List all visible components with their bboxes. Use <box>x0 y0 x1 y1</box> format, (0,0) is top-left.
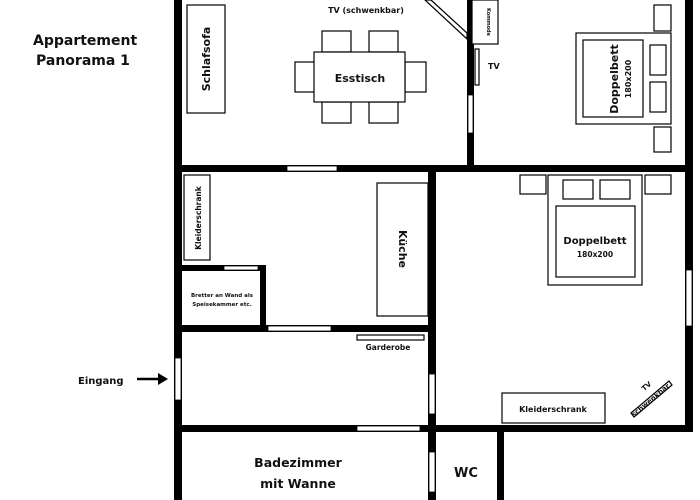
door-entrance[interactable] <box>174 357 182 401</box>
chair <box>294 61 316 93</box>
openings <box>174 94 693 493</box>
nightstand <box>653 126 672 153</box>
pillow <box>649 44 667 76</box>
tv-swivel-top <box>424 0 468 41</box>
bed-top-size: 180x200 <box>624 59 633 98</box>
door-wc <box>428 451 436 493</box>
wall-lower-horizontal <box>174 425 693 432</box>
bed-right-size: 180x200 <box>577 250 613 259</box>
pantry-line2: Speisekammer etc. <box>192 302 251 308</box>
furniture <box>183 0 673 424</box>
door-bedroom-right <box>428 373 436 415</box>
tv-swivel-right-line1: TV <box>640 380 653 393</box>
wardrobe-right <box>501 392 606 424</box>
chair <box>368 30 399 53</box>
nightstand <box>519 174 547 195</box>
wall-pantry-top <box>182 265 265 271</box>
kitchen-counter <box>376 182 429 317</box>
title-line2: Panorama 1 <box>36 53 130 69</box>
bathroom-line2: mit Wanne <box>260 476 336 491</box>
tv-swivel-top-label: TV (schwenkbar) <box>328 6 404 15</box>
dresser <box>471 0 499 45</box>
wall-wc-right <box>497 432 504 500</box>
wall-top-divider <box>467 0 474 165</box>
wc-label: WC <box>454 466 478 481</box>
door-living <box>286 165 338 172</box>
door-pantry <box>223 265 259 271</box>
door-bedroom-top <box>467 94 474 134</box>
sofa <box>186 4 226 114</box>
pillow <box>649 81 667 113</box>
tv-small <box>474 48 480 86</box>
pantry-line1: Bretter an Wand als <box>191 293 254 299</box>
bed-top-mattress <box>582 39 644 118</box>
wall-left <box>174 0 182 500</box>
chair <box>368 101 399 124</box>
kitchen-label: Küche <box>396 230 409 268</box>
pillow <box>599 179 631 200</box>
entrance-arrow <box>137 373 168 385</box>
wall-middle-horizontal <box>174 165 693 172</box>
wall-center-vertical <box>428 172 436 500</box>
dresser-label: Kommode <box>485 8 491 37</box>
wardrobe-left <box>183 174 211 261</box>
chair <box>404 61 427 93</box>
chair <box>321 30 352 53</box>
nightstand <box>653 4 672 32</box>
door-kitchen <box>267 325 332 332</box>
bathroom-line1: Badezimmer <box>254 455 342 470</box>
wardrobe-left-label: Kleiderschrank <box>194 185 203 250</box>
entrance-label: Eingang <box>78 376 124 387</box>
coat-rack-label: Garderobe <box>366 343 411 352</box>
chair <box>321 101 352 124</box>
coat-rack <box>356 334 425 341</box>
nightstand <box>644 174 672 195</box>
table-label: Esstisch <box>335 72 386 85</box>
wardrobe-right-label: Kleiderschrank <box>519 405 587 414</box>
tv-small-label: TV <box>488 62 500 71</box>
door-bathroom <box>356 425 421 432</box>
tv-swivel-right <box>630 380 673 418</box>
pillow <box>562 179 594 200</box>
bed-top-label: Doppelbett <box>608 44 621 114</box>
wall-pantry-side <box>260 265 266 332</box>
bed-right-mattress <box>555 205 636 278</box>
title-line1: Appartement <box>33 33 137 49</box>
wall-right <box>685 0 693 432</box>
sofa-label: Schlafsofa <box>200 27 213 92</box>
dining-table <box>313 51 406 103</box>
window-right <box>685 269 693 327</box>
bed-right-label: Doppelbett <box>563 236 626 247</box>
